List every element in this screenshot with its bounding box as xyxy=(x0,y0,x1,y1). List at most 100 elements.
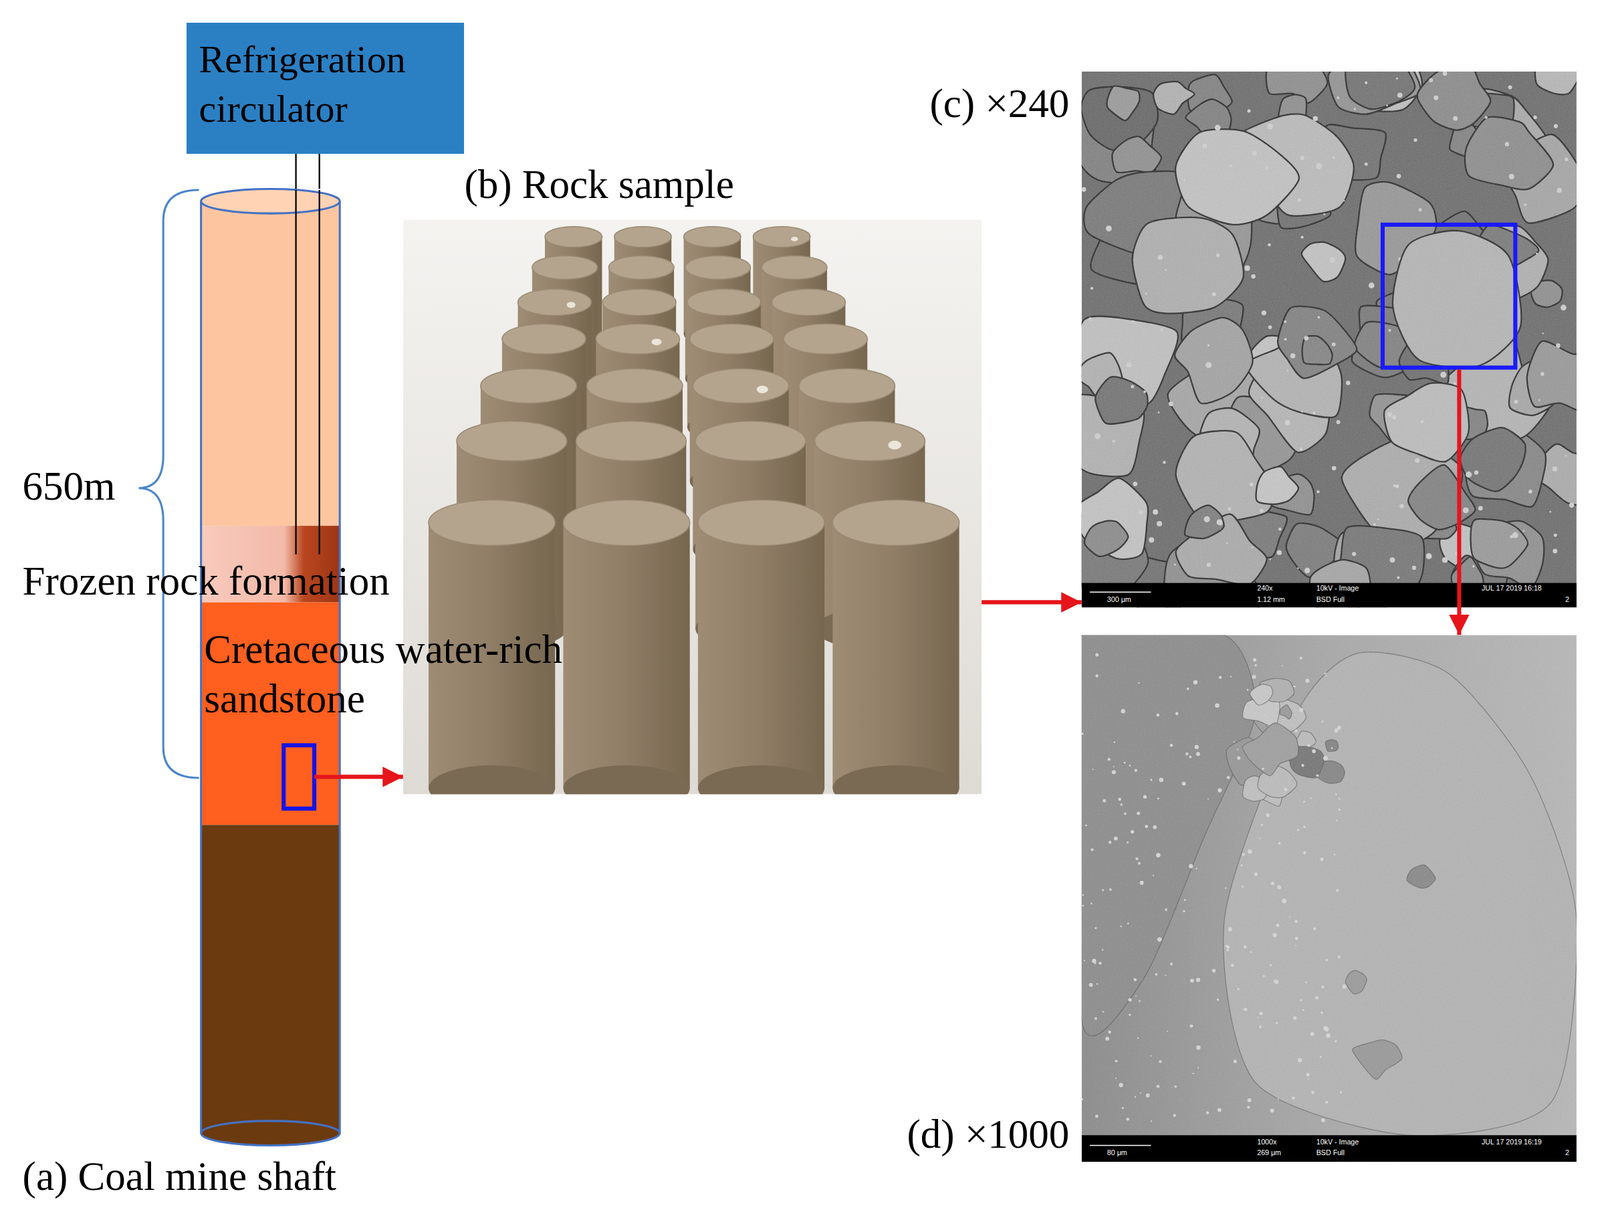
core-top xyxy=(562,499,690,545)
field-width-text: 1.12 mm xyxy=(1256,595,1286,604)
voltage-text: 10kV - Image xyxy=(1316,1137,1359,1147)
magnification-text: 1000x xyxy=(1256,1137,1277,1147)
sample-location-box xyxy=(283,744,315,809)
core-top xyxy=(480,368,577,404)
core-top xyxy=(690,323,774,354)
core-top xyxy=(532,255,598,279)
freeze-pipe xyxy=(318,189,321,555)
pipe-line xyxy=(294,153,297,190)
sem-panel: (d) ×1000 xyxy=(1081,634,1577,1161)
sem-noise xyxy=(1081,71,1577,608)
image-number: 2 xyxy=(1565,1148,1570,1157)
core-top xyxy=(456,421,567,461)
core-top xyxy=(587,368,683,404)
core-top xyxy=(502,323,586,354)
core-top xyxy=(761,255,828,279)
rock-core xyxy=(698,499,825,794)
core-top xyxy=(602,288,676,316)
core-spot xyxy=(651,338,662,346)
core-top xyxy=(518,288,592,316)
panel-heading: (b) Rock sample xyxy=(464,158,734,211)
photo-panel: (b) Rock sample xyxy=(403,219,982,794)
sem-ground xyxy=(1081,634,1577,1161)
core-top xyxy=(614,226,672,248)
scale-text: 300 μm xyxy=(1107,595,1132,604)
image-number: 2 xyxy=(1565,595,1570,604)
core-top xyxy=(683,226,741,248)
core-top xyxy=(832,499,959,545)
photo-ground xyxy=(403,219,982,794)
core-top xyxy=(783,323,868,354)
pipe-line xyxy=(318,153,321,190)
sem-ground xyxy=(1081,71,1577,608)
sand-grains xyxy=(1081,71,1577,608)
depth-label: 650m xyxy=(22,461,116,511)
core-top xyxy=(698,499,825,545)
freeze-pipe xyxy=(294,189,297,555)
core-top xyxy=(544,226,602,248)
rock-core xyxy=(832,499,959,794)
process-box: Refrigeration circulator xyxy=(186,22,465,154)
core-top xyxy=(752,226,810,248)
core-top xyxy=(772,288,846,316)
core-body xyxy=(562,522,690,789)
core-top xyxy=(798,368,895,404)
field-width-text: 269 μm xyxy=(1256,1148,1282,1157)
core-top xyxy=(595,323,680,354)
panel-heading: (d) ×1000 xyxy=(906,1107,1070,1161)
core-spot xyxy=(566,301,576,308)
detector-text: BSD Full xyxy=(1316,595,1345,604)
scale-text: 80 μm xyxy=(1107,1148,1128,1157)
magnification-text: 240x xyxy=(1256,584,1273,593)
arrow-tail xyxy=(1456,369,1461,608)
core-top xyxy=(428,499,555,545)
flow-arrow xyxy=(1456,607,1461,635)
scale-bar xyxy=(1089,591,1152,594)
connectors xyxy=(296,153,1460,777)
core-top xyxy=(576,421,687,461)
core-top xyxy=(695,421,806,461)
date-text: JUL 17 2019 16:19 xyxy=(1481,1137,1542,1147)
depth-bracket xyxy=(139,189,200,778)
flow-arrow xyxy=(339,774,404,779)
core-top xyxy=(608,255,674,279)
date-text: JUL 17 2019 16:18 xyxy=(1481,584,1542,593)
panel-heading: (c) ×240 xyxy=(929,77,1070,130)
detector-text: BSD Full xyxy=(1316,1148,1345,1157)
shaft-wall xyxy=(199,201,202,1133)
rock-cores xyxy=(428,226,960,795)
lower-strata xyxy=(201,824,341,1133)
core-spot xyxy=(790,236,798,242)
box-label: Refrigeration circulator xyxy=(186,22,465,135)
sem-info-bar xyxy=(1081,583,1577,608)
arrow-tail xyxy=(314,774,341,779)
stratum-label: Cretaceous water-rich sandstone xyxy=(203,624,643,725)
core-base xyxy=(698,764,825,794)
sem-image xyxy=(1081,634,1577,1161)
voltage-text: 10kV - Image xyxy=(1316,584,1359,593)
core-top xyxy=(692,368,789,404)
stratum-label: Frozen rock formation xyxy=(22,556,390,606)
rock-sample-photo xyxy=(403,219,982,794)
core-base xyxy=(562,764,690,794)
core-base xyxy=(428,764,555,794)
scale-bar xyxy=(1089,1144,1152,1147)
sem-noise xyxy=(1081,634,1577,1161)
rock-core xyxy=(562,499,690,794)
core-top xyxy=(687,288,761,316)
core-body xyxy=(698,522,825,789)
sem-panel: (c) ×240 xyxy=(1081,71,1577,608)
core-top xyxy=(815,421,926,461)
zoom-box xyxy=(1382,224,1516,368)
core-spot xyxy=(756,385,769,394)
core-base xyxy=(832,764,959,794)
sem-info-bar xyxy=(1081,1134,1577,1162)
flow-arrow xyxy=(981,599,1082,604)
shaft-bottom xyxy=(201,1120,341,1146)
core-spot xyxy=(887,440,902,450)
